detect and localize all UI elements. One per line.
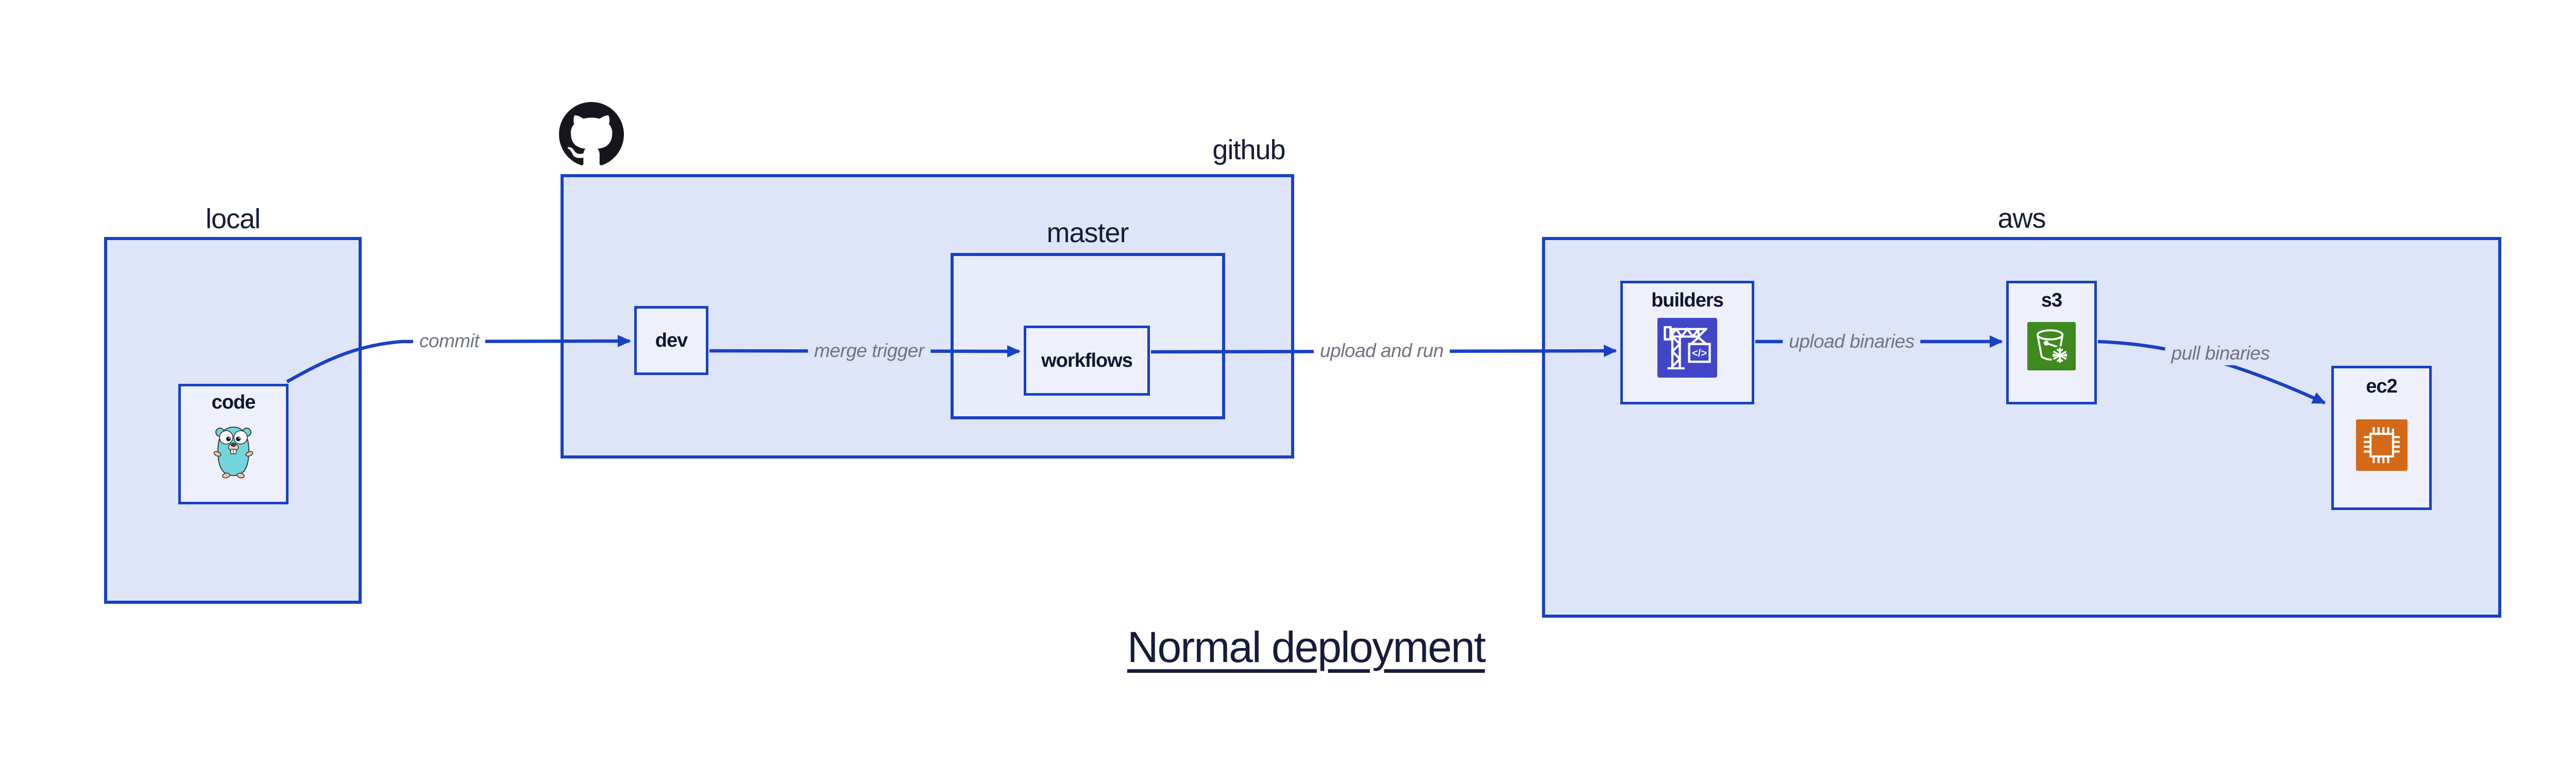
s3-node-label: s3: [2041, 290, 2062, 311]
ec2-node: ec2: [2331, 366, 2432, 510]
workflows-node: workflows: [1024, 326, 1150, 396]
dev-node-label: dev: [655, 329, 688, 351]
codebuild-crane-icon: </>: [1657, 318, 1717, 378]
local-group-label: local: [205, 203, 261, 234]
master-group-label: master: [1046, 217, 1129, 248]
github-group-label: github: [1212, 134, 1285, 165]
builders-node-label: builders: [1651, 290, 1724, 311]
code-node-label: code: [211, 392, 256, 413]
diagram-title: Normal deployment: [1127, 623, 1486, 671]
builders-node: builders </>: [1620, 281, 1754, 404]
upload-and-run-edge-label: upload and run: [1314, 339, 1450, 363]
gopher-icon: [213, 425, 254, 479]
aws-group-label: aws: [1997, 203, 2046, 234]
pull-binaries-edge-label: pull binaries: [2165, 342, 2276, 365]
merge-trigger-edge-label: merge trigger: [808, 339, 930, 363]
commit-edge-label: commit: [413, 329, 486, 353]
ec2-chip-icon: [2355, 419, 2408, 471]
github-logo-icon: [559, 102, 624, 167]
upload-binaries-edge-label: upload binaries: [1783, 330, 1921, 353]
dev-node: dev: [634, 306, 708, 375]
ec2-node-label: ec2: [2366, 376, 2397, 397]
s3-glacier-bucket-icon: [2027, 322, 2076, 370]
s3-node: s3: [2006, 281, 2097, 404]
svg-text:</>: </>: [1692, 348, 1707, 359]
workflows-node-label: workflows: [1041, 349, 1133, 371]
code-node: code: [178, 384, 289, 504]
